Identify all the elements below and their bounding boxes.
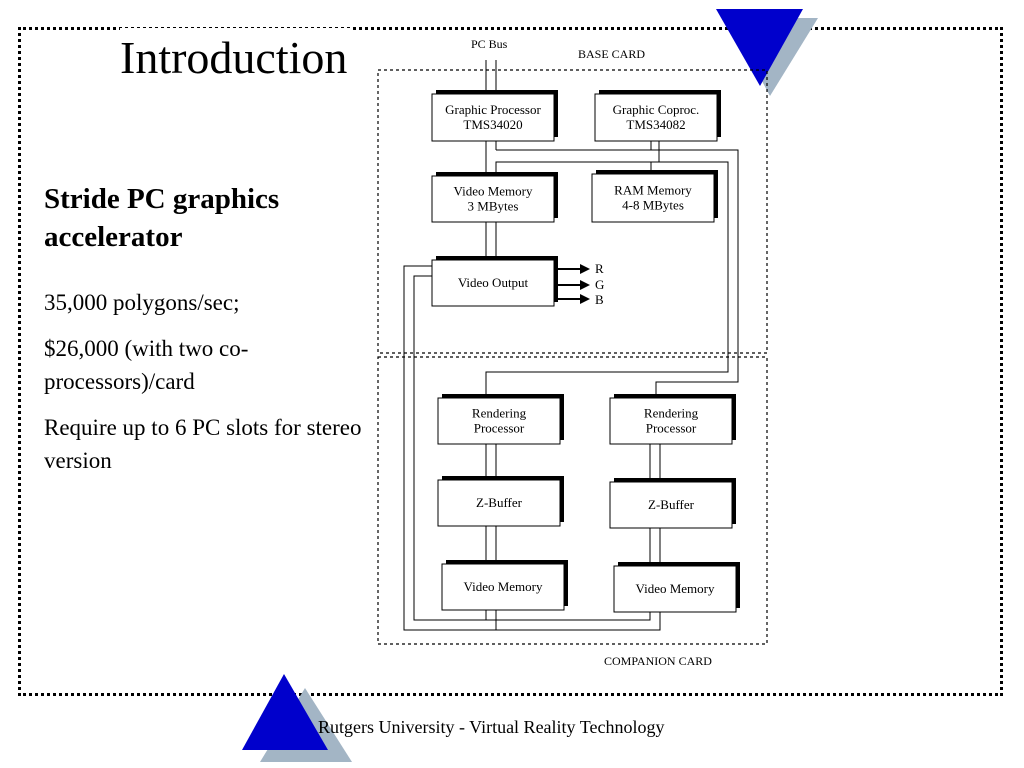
block-z-buffer-left: Z-Buffer: [437, 476, 564, 527]
bullet-item-price: $26,000 (with two co-processors)/card: [44, 336, 249, 394]
block-label: Z-Buffer: [476, 495, 523, 510]
block-label: Z-Buffer: [648, 497, 695, 512]
block-box: [594, 93, 718, 142]
block-label: Video Output: [458, 275, 529, 290]
block-box: [437, 397, 561, 445]
rgb-label-g: G: [595, 277, 604, 292]
page-title: Introduction: [120, 28, 352, 88]
bullet-item-polygons: 35,000 polygons/sec;: [44, 290, 240, 315]
footer-text: Rutgers University - Virtual Reality Tec…: [318, 717, 665, 737]
bullet-item-slots: Require up to 6 PC slots for stereo vers…: [44, 415, 362, 473]
block-box: [441, 563, 565, 611]
block-box: [609, 481, 733, 529]
block-box: [431, 93, 555, 142]
base-card-label: BASE CARD: [578, 47, 645, 61]
block-video-memory-left: Video Memory: [441, 560, 568, 611]
block-z-buffer-right: Z-Buffer: [609, 478, 736, 529]
block-label: Video Memory: [453, 184, 533, 199]
block-label: 3 MBytes: [468, 199, 519, 214]
block-label: RAM Memory: [614, 183, 692, 198]
block-label: Graphic Coproc.: [613, 102, 700, 117]
block-label: Video Memory: [635, 581, 715, 596]
block-box: [437, 479, 561, 527]
rgb-arrows: [558, 264, 590, 304]
block-label: Rendering: [472, 406, 527, 421]
slide-border: [18, 27, 1003, 696]
block-label: TMS34020: [463, 117, 522, 132]
bullet-list: 35,000 polygons/sec; $26,000 (with two c…: [44, 286, 374, 490]
block-label: Processor: [646, 421, 697, 436]
pc-bus-lines: [485, 60, 497, 94]
block-video-output: Video Output: [431, 256, 558, 307]
block-label: Video Memory: [463, 579, 543, 594]
block-label: Processor: [474, 421, 525, 436]
block-label: Graphic Processor: [445, 102, 541, 117]
block-label: Rendering: [644, 406, 699, 421]
bus-wiring: [403, 141, 739, 631]
base-card-outline: [377, 69, 768, 354]
block-box: [431, 259, 555, 307]
top-blue-triangle: [716, 9, 803, 86]
slide-subtitle: Stride PC graphics accelerator: [44, 183, 280, 253]
block-box: [591, 173, 715, 223]
block-label: 4-8 MBytes: [622, 198, 684, 213]
block-box: [609, 397, 733, 445]
block-label: TMS34082: [626, 117, 685, 132]
rgb-label-r: R: [595, 261, 604, 276]
block-box: [431, 175, 555, 223]
block-box: [613, 565, 737, 613]
rgb-label-b: B: [595, 292, 604, 307]
bottom-blue-triangle: [242, 674, 328, 750]
block-video-memory-right: Video Memory: [613, 562, 740, 613]
pc-bus-label: PC Bus: [471, 37, 508, 51]
block-graphic-coprocessor: Graphic Coproc.TMS34082: [594, 90, 721, 142]
companion-card-label: COMPANION CARD: [604, 654, 712, 668]
companion-card-outline: [377, 356, 768, 645]
